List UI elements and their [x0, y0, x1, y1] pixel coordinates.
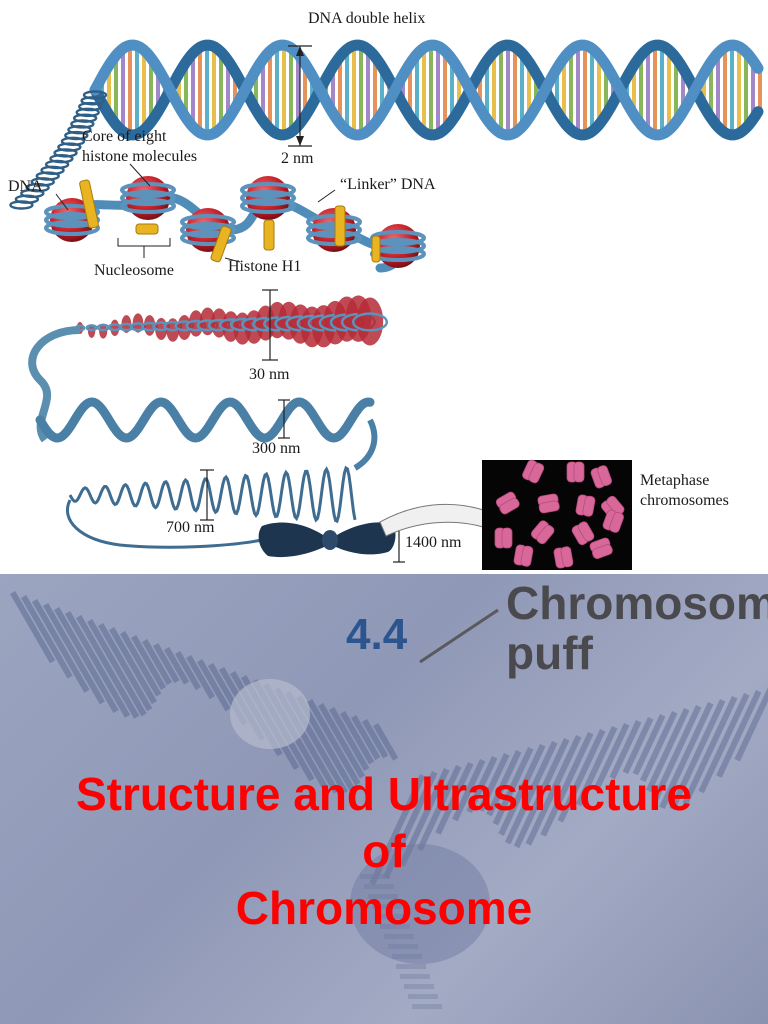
- seven-hundred-nm-coil: [66, 465, 357, 549]
- polytene-chromosome-image: [10, 591, 768, 1009]
- title-line3: Chromosome: [235, 882, 533, 934]
- two-nm-dimension: [288, 45, 312, 147]
- label-nucleosome: Nucleosome: [94, 262, 174, 279]
- puff-label-line1: Chromosomal: [506, 577, 768, 629]
- thirty-nm-dimension: [262, 289, 278, 361]
- diagram-artwork: [9, 39, 764, 570]
- label-thirty-nm: 30 nm: [249, 366, 290, 383]
- histone-h1-clips: [79, 179, 381, 263]
- label-core-line1: Core of eight: [82, 128, 167, 145]
- title-line2: of: [362, 825, 406, 877]
- label-metaphase-line2: chromosomes: [640, 492, 729, 509]
- label-histone-h1: Histone H1: [228, 258, 302, 275]
- chromosomal-puff-micrograph: 4.4 Chromosomal puff Structure and Ultra…: [0, 574, 768, 1024]
- chromosomal-puff-label: Chromosomal puff: [506, 577, 768, 679]
- label-dna: DNA: [8, 178, 43, 195]
- label-three-hundred-nm: 300 nm: [252, 440, 301, 457]
- label-core-line2: histone molecules: [82, 148, 198, 165]
- magnifier-wedge: [379, 503, 496, 537]
- title-line1: Structure and Ultrastructure: [75, 768, 692, 820]
- puff-label-line2: puff: [506, 627, 593, 679]
- label-two-nm: 2 nm: [281, 150, 314, 167]
- three-hundred-nm-dimension: [278, 399, 290, 439]
- leader-lines: [55, 163, 336, 263]
- label-dna-double-helix: DNA double helix: [308, 10, 426, 27]
- metaphase-micrograph: [482, 459, 632, 570]
- seven-hundred-nm-dimension: [200, 469, 214, 521]
- label-fourteen-hundred-nm: 1400 nm: [405, 534, 462, 551]
- slide-number: 4.4: [346, 610, 408, 659]
- label-seven-hundred-nm: 700 nm: [166, 519, 215, 536]
- three-hundred-nm-coil: [35, 397, 378, 471]
- slide-title: Structure and Ultrastructure of Chromoso…: [0, 766, 768, 937]
- beads-on-string: [44, 176, 426, 273]
- label-linker-dna: “Linker” DNA: [340, 176, 436, 193]
- label-metaphase-line1: Metaphase: [640, 472, 710, 489]
- condensed-chromosome: [258, 522, 396, 558]
- thirty-nm-fiber: [28, 295, 389, 443]
- chromatin-packing-diagram: DNA double helix 2 nm Core of eight hist…: [8, 10, 764, 570]
- dna-coil-tail: [9, 90, 108, 210]
- dna-double-helix: [89, 39, 764, 141]
